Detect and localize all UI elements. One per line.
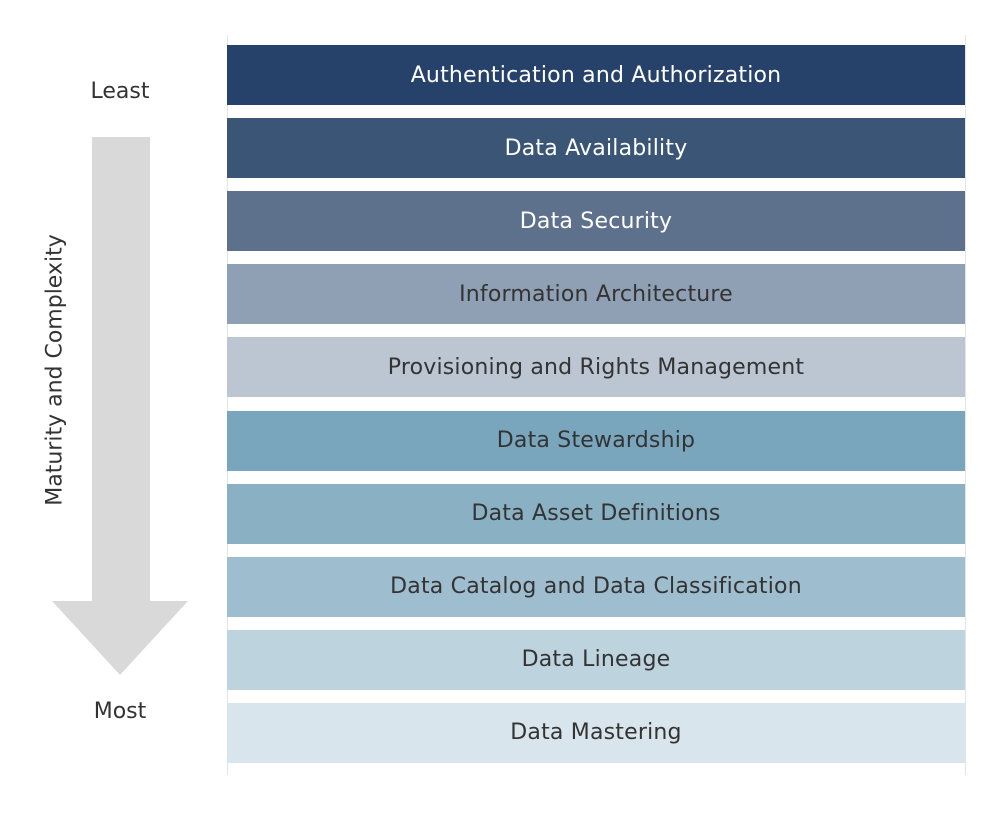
layer-label: Data Asset Definitions <box>471 501 721 527</box>
layer-label: Authentication and Authorization <box>410 62 782 88</box>
frame-line-right <box>965 35 966 775</box>
least-label: Least <box>90 79 150 104</box>
layer-bar: Data Lineage <box>227 629 965 690</box>
maturity-axis-label: Maturity and Complexity <box>42 234 68 506</box>
layer-label: Data Lineage <box>521 647 671 673</box>
layer-label: Data Stewardship <box>496 428 696 453</box>
layer-label: Information Architecture <box>459 281 733 307</box>
layer-bar: Authentication and Authorization <box>227 45 965 105</box>
frame-line-left <box>227 35 228 775</box>
layer-label: Data Mastering <box>510 720 682 746</box>
layer-label: Data Availability <box>504 135 688 161</box>
layer-bar: Data Security <box>227 191 965 252</box>
layer-bar: Information Architecture <box>227 264 965 325</box>
layer-label: Data Catalog and Data Classification <box>390 574 802 600</box>
down-arrow-icon <box>52 137 188 675</box>
layer-bar: Data Stewardship <box>227 410 965 471</box>
layer-bar: Data Availability <box>227 118 965 179</box>
layer-bar: Data Mastering <box>227 702 965 763</box>
most-label: Most <box>93 699 147 724</box>
layer-label: Data Security <box>519 208 673 234</box>
layer-bar: Provisioning and Rights Management <box>227 337 965 398</box>
layer-bar: Data Catalog and Data Classification <box>227 556 965 617</box>
layer-label: Provisioning and Rights Management <box>387 354 805 380</box>
layer-bar: Data Asset Definitions <box>227 483 965 544</box>
